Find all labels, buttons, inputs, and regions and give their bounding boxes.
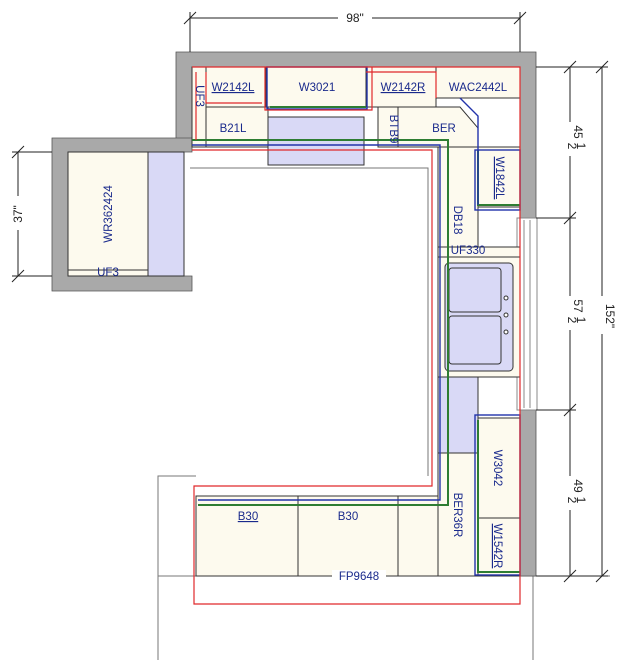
cabinet-ber-top[interactable]: BER: [432, 123, 456, 135]
frac-num-2: 1: [574, 317, 588, 324]
window: [516, 217, 538, 411]
frac-num-1: 1: [574, 143, 588, 150]
cabinet-labels: W2142L W3021 W2142R WAC2442L B21L BTB9 B…: [97, 82, 508, 583]
cabinet-uf330[interactable]: UF330: [451, 245, 486, 257]
top-run: [191, 66, 521, 166]
frac-num-3: 1: [574, 497, 588, 504]
base-outlines: [192, 66, 521, 605]
cabinet-wr362424[interactable]: WR362424: [103, 185, 115, 243]
cabinet-w1542r[interactable]: W1542R: [491, 524, 503, 569]
cabinet-w3021[interactable]: W3021: [299, 82, 335, 94]
cabinet-fp9648[interactable]: FP9648: [339, 571, 379, 583]
cabinet-w1842l[interactable]: W1842L: [493, 157, 505, 200]
dimension-top-width: 98": [346, 11, 364, 25]
bottom-run: [195, 495, 439, 577]
room-outline: [157, 167, 610, 660]
dimension-left-wall: 37": [11, 205, 25, 223]
frac-den-1: 2: [565, 143, 579, 150]
cabinet-w2142l[interactable]: W2142L: [212, 82, 255, 94]
cabinet-w3042[interactable]: W3042: [491, 450, 503, 486]
cabinet-ber36r[interactable]: BER36R: [451, 493, 463, 538]
cabinet-left-filler-bottom[interactable]: UF3: [97, 267, 119, 279]
cabinet-wac2442l[interactable]: WAC2442L: [449, 82, 508, 94]
cabinet-b21l[interactable]: B21L: [220, 123, 247, 135]
cabinet-btb9[interactable]: BTB9: [387, 115, 399, 144]
cabinet-b30-right[interactable]: B30: [338, 511, 358, 523]
dimension-right-seg3: 49: [571, 479, 585, 493]
frac-den-3: 2: [565, 497, 579, 504]
sink: [444, 262, 514, 372]
cabinet-w2142r[interactable]: W2142R: [381, 82, 426, 94]
left-alcove: [67, 151, 185, 277]
dimension-right-total: 152": [603, 304, 617, 328]
cabinet-db18[interactable]: DB18: [451, 206, 463, 235]
cabinet-left-filler-vertical[interactable]: UF3: [193, 85, 205, 107]
dimension-labels: 98" 37" 152" 45 1 2 57 1 2 49 1 2: [10, 10, 617, 510]
frac-den-2: 2: [565, 317, 579, 324]
dimension-right-seg1: 45: [571, 125, 585, 139]
cabinet-b30-left[interactable]: B30: [238, 511, 258, 523]
dimension-right-seg2: 57: [571, 299, 585, 313]
